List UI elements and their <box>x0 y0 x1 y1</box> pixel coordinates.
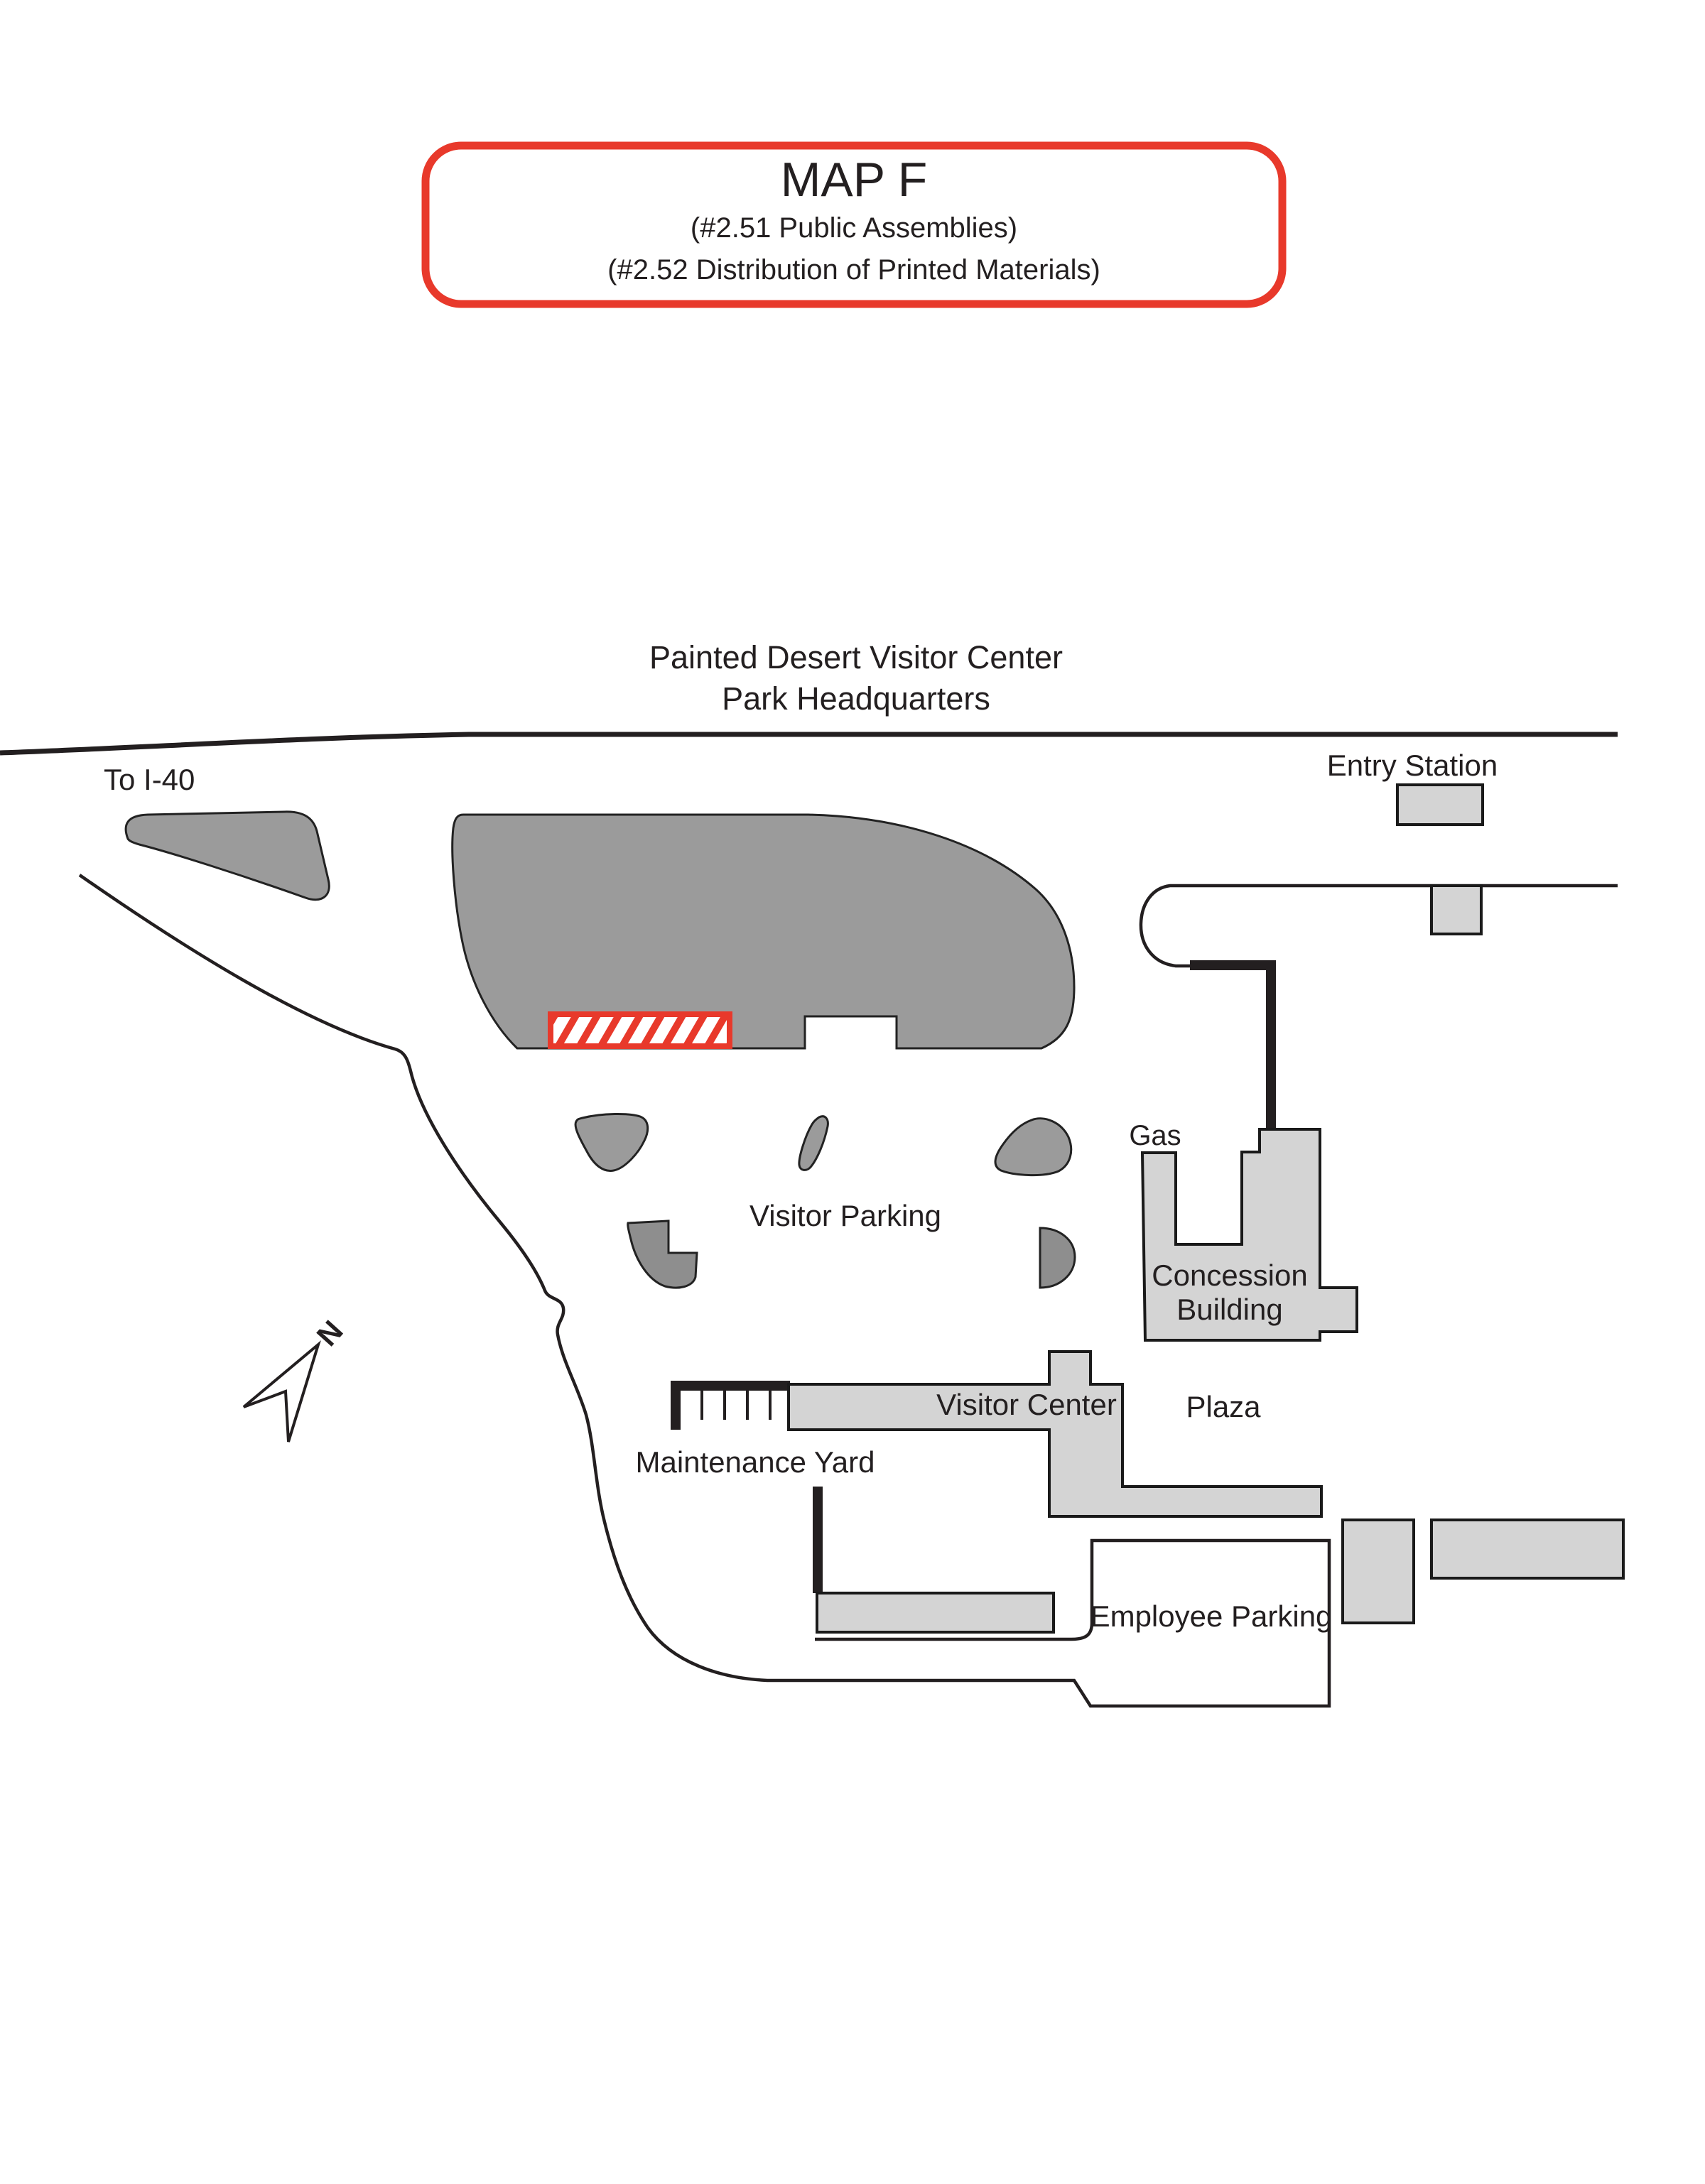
label-visitor-parking: Visitor Parking <box>749 1199 941 1232</box>
barrier-gas-lane <box>1190 960 1276 1132</box>
entry-station-booth <box>1430 884 1483 935</box>
label-gas: Gas <box>1129 1120 1181 1151</box>
visitor-center-building-shape <box>787 1350 1323 1518</box>
main-parking-island <box>451 813 1076 1050</box>
maintenance-yard-bays <box>700 1391 790 1420</box>
legend-subtitle-2: (#2.52 Distribution of Printed Materials… <box>607 254 1100 286</box>
parking-islands <box>124 810 1076 1177</box>
map-title-line1: Painted Desert Visitor Center <box>649 639 1063 675</box>
outbuilding-small <box>1341 1519 1415 1624</box>
parking-island-e <box>1039 1227 1076 1289</box>
legend-box-border <box>421 141 1287 308</box>
parking-island-d <box>627 1219 698 1289</box>
road-top-edge <box>0 732 1618 756</box>
barrier-maintenance-yard <box>671 1381 790 1430</box>
concession-building-shape <box>1140 1128 1358 1342</box>
label-concession-line1: Concession <box>1152 1259 1307 1292</box>
label-visitor-center: Visitor Center <box>936 1388 1117 1421</box>
assembly-area <box>548 1011 732 1049</box>
north-arrow: N <box>242 1314 350 1443</box>
parking-island-a <box>574 1113 649 1172</box>
buildings <box>787 783 1625 1634</box>
road-outer-edge-employee-parking-outline <box>78 874 1331 1708</box>
entry-station-building <box>1396 783 1484 826</box>
label-plaza: Plaza <box>1186 1390 1261 1423</box>
road-entry-loop <box>1139 884 1618 968</box>
north-arrow-shape <box>242 1340 321 1443</box>
legend-box: MAP F (#2.51 Public Assemblies) (#2.52 D… <box>421 141 1287 308</box>
parking-island-c <box>994 1117 1073 1177</box>
map-title-line2: Park Headquarters <box>722 680 990 717</box>
label-entry-station: Entry Station <box>1327 749 1498 782</box>
assembly-area-hatched <box>548 1011 732 1049</box>
label-employee-parking: Employee Parking <box>1090 1599 1333 1633</box>
legend-subtitle-1: (#2.51 Public Assemblies) <box>691 212 1017 244</box>
label-maintenance-yard: Maintenance Yard <box>635 1445 875 1479</box>
parking-island-b <box>798 1115 829 1171</box>
parking-islands-dark <box>627 1219 1076 1289</box>
maintenance-building <box>816 1592 1055 1634</box>
median-island-west <box>124 810 330 901</box>
north-arrow-inner-line <box>249 1343 319 1403</box>
barriers <box>671 960 1276 1593</box>
label-to-i40: To I-40 <box>104 763 195 796</box>
label-concession-line2: Building <box>1176 1293 1282 1326</box>
legend-title: MAP F <box>781 153 928 207</box>
outbuilding-long <box>1430 1519 1625 1580</box>
road-network <box>0 732 1618 1708</box>
